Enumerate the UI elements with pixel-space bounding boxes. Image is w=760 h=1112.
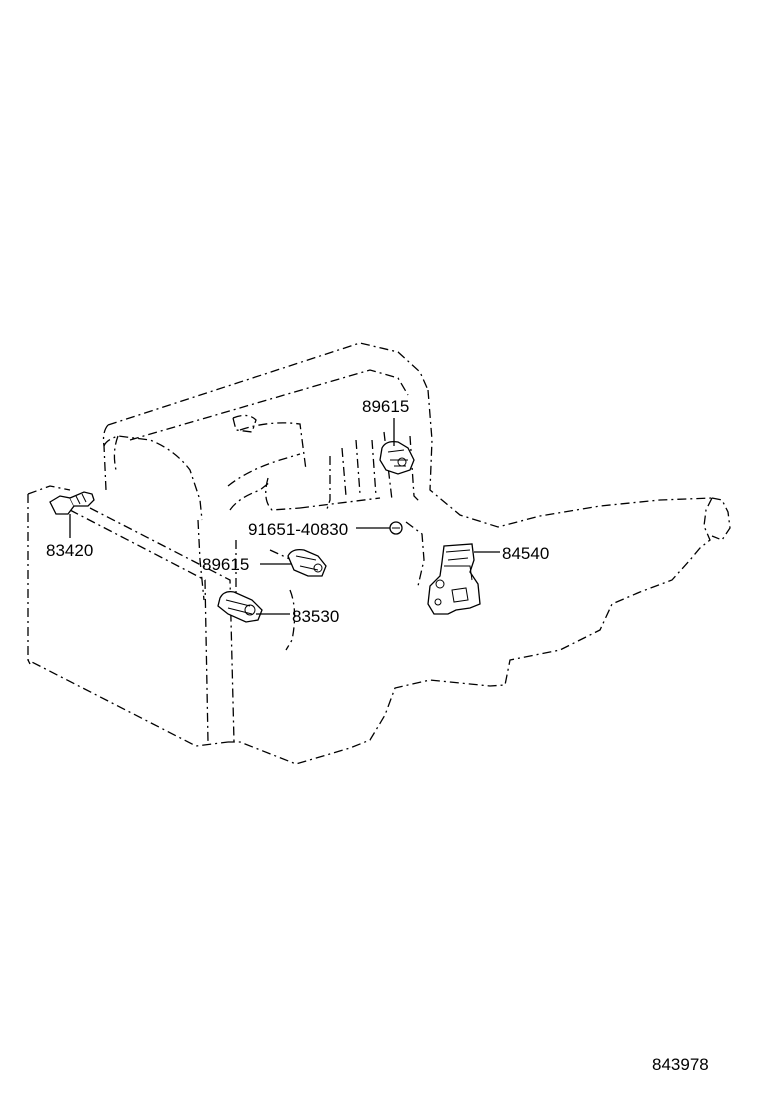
callout-83530: 83530 [292,607,339,626]
oil-pressure-switch-83530 [217,590,263,623]
callout-91651-40830: 91651-40830 [248,520,348,539]
knock-sensor-89615-mid [287,548,327,577]
callout-84540: 84540 [502,544,549,563]
bolt-91651-40830 [389,521,403,535]
knock-sensor-89615-top [379,440,415,475]
reference-number: 843978 [652,1055,709,1074]
leader-lines [69,418,500,615]
callout-83420: 83420 [46,541,93,560]
callout-89615-top: 89615 [362,397,409,416]
callout-89615-mid: 89615 [202,555,249,574]
engine-outline [27,342,731,765]
neutral-start-switch-84540 [427,543,481,615]
temperature-sensor-83420 [49,491,95,515]
